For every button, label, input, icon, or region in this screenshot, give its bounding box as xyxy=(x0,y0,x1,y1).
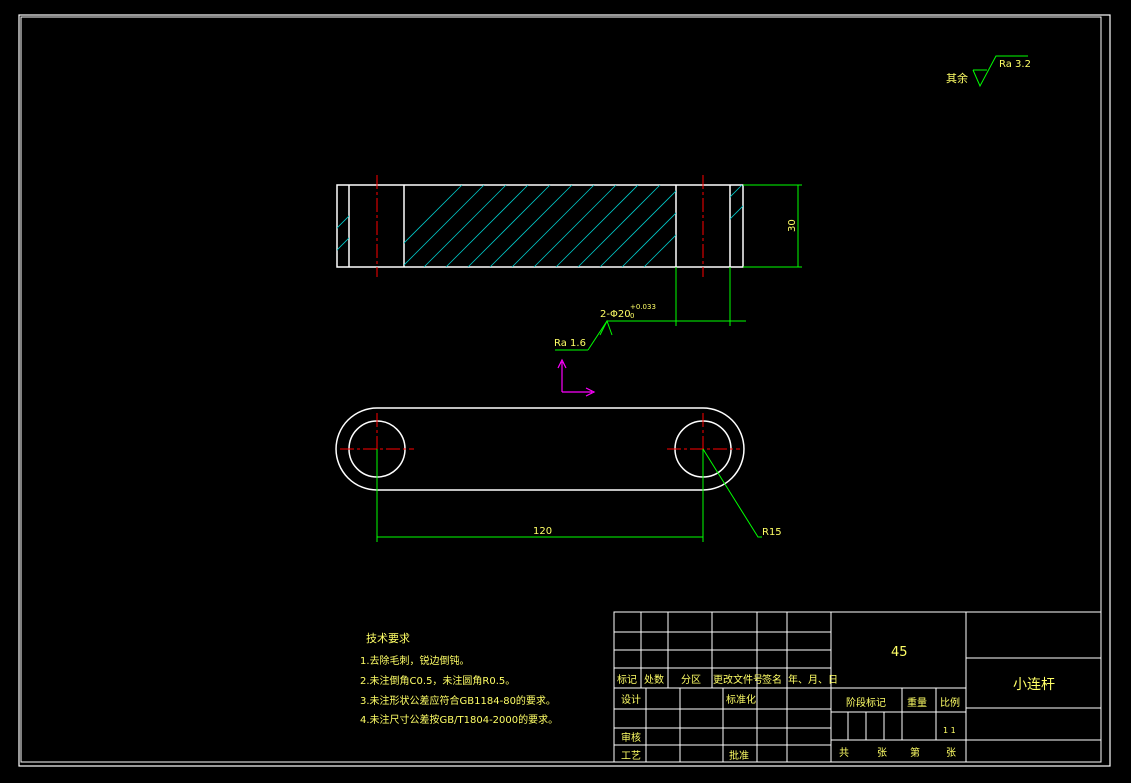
hatch-left xyxy=(337,215,349,251)
roughness-other-value: Ra 3.2 xyxy=(999,59,1031,70)
roughness-bore-value: Ra 1.6 xyxy=(554,338,586,349)
dimension-center-distance-value: 120 xyxy=(533,526,552,537)
label-approve: 批准 xyxy=(729,749,749,762)
hdr-count: 处数 xyxy=(644,673,664,686)
ucs-axis-icon xyxy=(557,358,596,397)
roughness-other-label: 其余 xyxy=(946,71,968,85)
label-sheet: 张 xyxy=(877,747,887,759)
inner-frame xyxy=(20,16,1102,763)
hdr-zone: 分区 xyxy=(681,674,701,686)
front-section-view xyxy=(336,175,744,277)
dimension-center-distance xyxy=(376,449,704,542)
label-weight: 重量 xyxy=(907,696,927,709)
scale-value: 1 1 xyxy=(943,726,956,735)
label-standardize: 标准化 xyxy=(726,693,756,706)
hdr-sign: 签名 xyxy=(762,673,782,686)
title-block xyxy=(613,611,1102,763)
roughness-symbol-general: 其余 Ra 3.2 xyxy=(946,55,1031,88)
outer-frame xyxy=(18,14,1111,767)
hatch-main xyxy=(404,185,676,267)
tech-requirement-item: 4.未注尺寸公差按GB/T1804-2000的要求。 xyxy=(360,713,558,726)
part-name: 小连杆 xyxy=(1013,677,1055,693)
tech-requirements: 技术要求 1.去除毛刺，锐边倒钝。 2.未注倒角C0.5，未注圆角R0.5。 3… xyxy=(360,632,558,726)
hdr-mark: 标记 xyxy=(617,674,637,686)
dimension-hole-prefix: 2-Φ20 xyxy=(600,309,631,320)
tech-requirements-title: 技术要求 xyxy=(366,632,410,645)
label-review: 审核 xyxy=(621,731,641,744)
label-total: 共 xyxy=(839,747,849,759)
dimension-end-radius-value: R15 xyxy=(762,527,782,538)
dimension-end-radius xyxy=(702,448,762,538)
tech-requirement-item: 1.去除毛刺，锐边倒钝。 xyxy=(360,654,470,667)
hdr-change-doc: 更改文件号 xyxy=(713,673,763,686)
top-view-centerlines xyxy=(340,413,740,485)
label-process: 工艺 xyxy=(621,750,641,762)
label-design: 设计 xyxy=(621,693,641,706)
dimension-thickness: 30 xyxy=(743,184,802,268)
dimension-thickness-value: 30 xyxy=(787,219,798,232)
dimension-hole-lower-tol: 0 xyxy=(630,312,634,320)
title-block-text: 标记 处数 分区 更改文件号 签名 年、月、日 设计 标准化 审核 工艺 批准 … xyxy=(617,645,1055,762)
label-scale: 比例 xyxy=(940,696,960,709)
dimension-hole-diameter xyxy=(555,267,746,351)
label-page: 第 xyxy=(910,746,920,759)
label-sheet2: 张 xyxy=(946,747,956,759)
dimension-hole-upper-tol: +0.033 xyxy=(630,303,656,311)
tech-requirement-item: 3.未注形状公差应符合GB1184-80的要求。 xyxy=(360,694,556,707)
label-stage-mark: 阶段标记 xyxy=(846,696,886,709)
hdr-date: 年、月、日 xyxy=(788,673,838,686)
tech-requirement-item: 2.未注倒角C0.5，未注圆角R0.5。 xyxy=(360,674,515,687)
material-value: 45 xyxy=(891,645,908,660)
